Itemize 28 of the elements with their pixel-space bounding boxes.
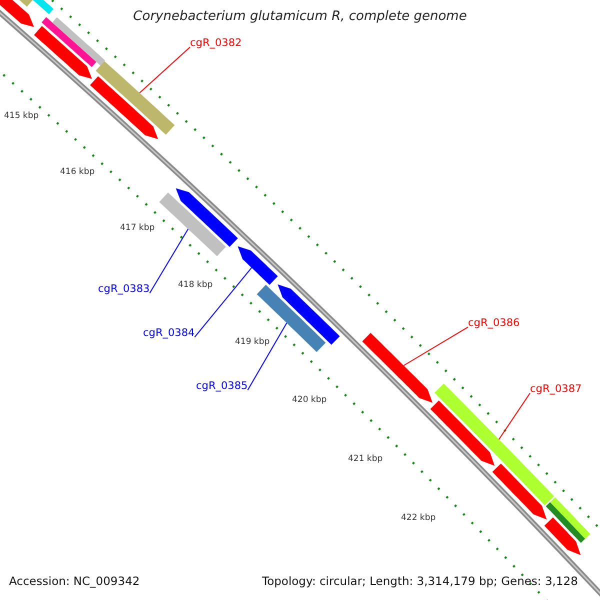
leader-line — [403, 326, 468, 366]
gene-label: cgR_0384 — [143, 327, 195, 340]
gene-feature — [256, 284, 326, 352]
footer-text: Topology: circular; Length: 3,314,179 bp; Genes: 3,128 — [262, 575, 578, 588]
tick-label: 417 kbp — [120, 224, 155, 234]
tick-label: 422 kbp — [401, 514, 436, 524]
leader-line — [498, 392, 530, 440]
leader-line — [149, 228, 189, 294]
gene-feature — [238, 246, 278, 285]
gene-feature — [96, 61, 175, 135]
tick-label: 418 kbp — [178, 281, 213, 291]
title: Corynebacterium glutamicum R, complete genome — [133, 10, 467, 25]
gene-label: cgR_0385 — [196, 380, 248, 392]
leader-line — [194, 267, 252, 338]
gene-label: cgR_0383 — [98, 283, 150, 296]
footer-text: Accession: NC_009342 — [9, 575, 140, 588]
tick-label: 421 kbp — [348, 455, 383, 465]
tick-label: 420 kbp — [292, 396, 327, 406]
gene-feature — [362, 332, 432, 403]
tick-label: 415 kbp — [4, 112, 39, 122]
leader-line — [247, 322, 288, 391]
gene-label: cgR_0386 — [468, 317, 520, 330]
tick-label: 419 kbp — [235, 338, 270, 348]
gene-label: cgR_0382 — [190, 37, 242, 50]
gene-feature — [159, 192, 226, 256]
leader-line — [139, 46, 190, 94]
tick-label: 416 kbp — [60, 168, 95, 178]
gene-label: cgR_0387 — [530, 383, 582, 396]
